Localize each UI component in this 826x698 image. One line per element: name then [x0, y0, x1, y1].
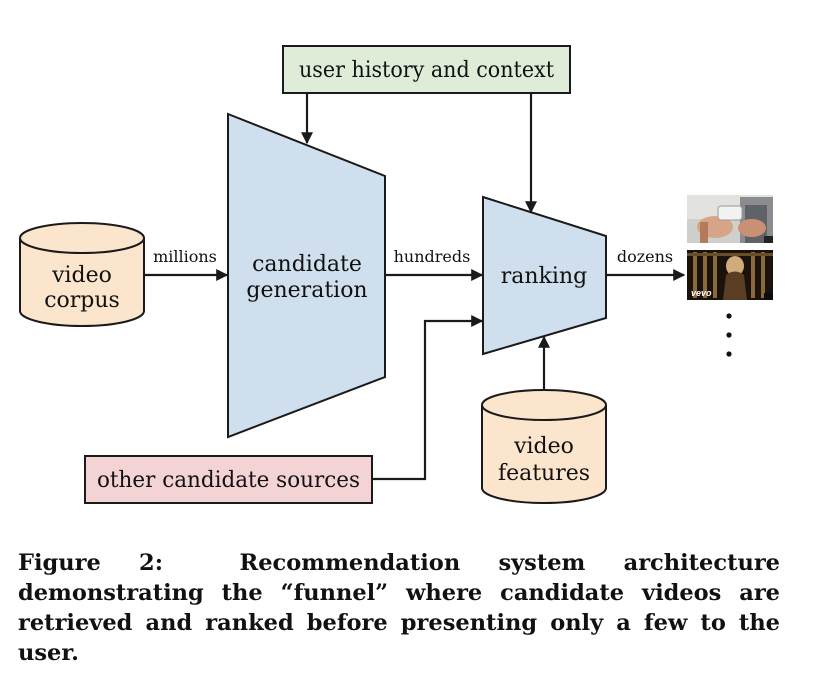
hands-holding-phone-thumbnail	[687, 195, 773, 243]
user-history-box	[282, 45, 571, 94]
more-results-dots-icon	[726, 313, 732, 357]
arrow-other-sources-to-ranking	[372, 315, 484, 481]
flow-label-millions: millions	[153, 247, 217, 266]
user-history-node: user history and context	[282, 45, 571, 94]
video-features-cylinder-top	[481, 389, 607, 421]
architecture-diagram: user history and context video corpus ca…	[19, 45, 773, 504]
video-corpus-cylinder-top	[19, 222, 145, 254]
ranking-funnel	[482, 195, 607, 356]
video-features-node: video features	[481, 389, 607, 504]
candidate-generation-funnel	[227, 112, 386, 439]
flow-label-hundreds: hundreds	[394, 247, 471, 266]
video-features-label-line-2: features	[498, 461, 590, 486]
ranking-node: ranking	[482, 195, 607, 356]
video-corpus-node: video corpus	[19, 222, 145, 327]
other-sources-box	[84, 455, 373, 504]
other-sources-label: other candidate sources	[97, 468, 360, 493]
user-history-label: user history and context	[299, 58, 554, 83]
candidate-generation-node: candidate generation	[227, 112, 386, 439]
figure-caption: Figure 2: Recommendation system architec…	[18, 548, 780, 668]
vevo-logo-text: vevo	[691, 288, 712, 298]
video-corpus-cylinder	[19, 238, 145, 327]
video-corpus-label-line-1: video	[51, 263, 112, 288]
video-features-cylinder	[481, 405, 607, 504]
caption-label: Figure 2:	[18, 550, 164, 576]
candidate-generation-label-line-2: generation	[246, 278, 367, 303]
caption-text: Recommendation system architecture demon…	[18, 550, 780, 666]
vevo-music-video-thumbnail: vevo	[687, 250, 773, 300]
video-features-label-line-1: video	[513, 434, 574, 459]
video-corpus-label-line-2: corpus	[44, 288, 120, 313]
other-sources-node: other candidate sources	[84, 455, 373, 504]
candidate-generation-label-line-1: candidate	[252, 252, 362, 277]
ranking-label: ranking	[501, 264, 587, 289]
flow-label-dozens: dozens	[617, 247, 673, 266]
